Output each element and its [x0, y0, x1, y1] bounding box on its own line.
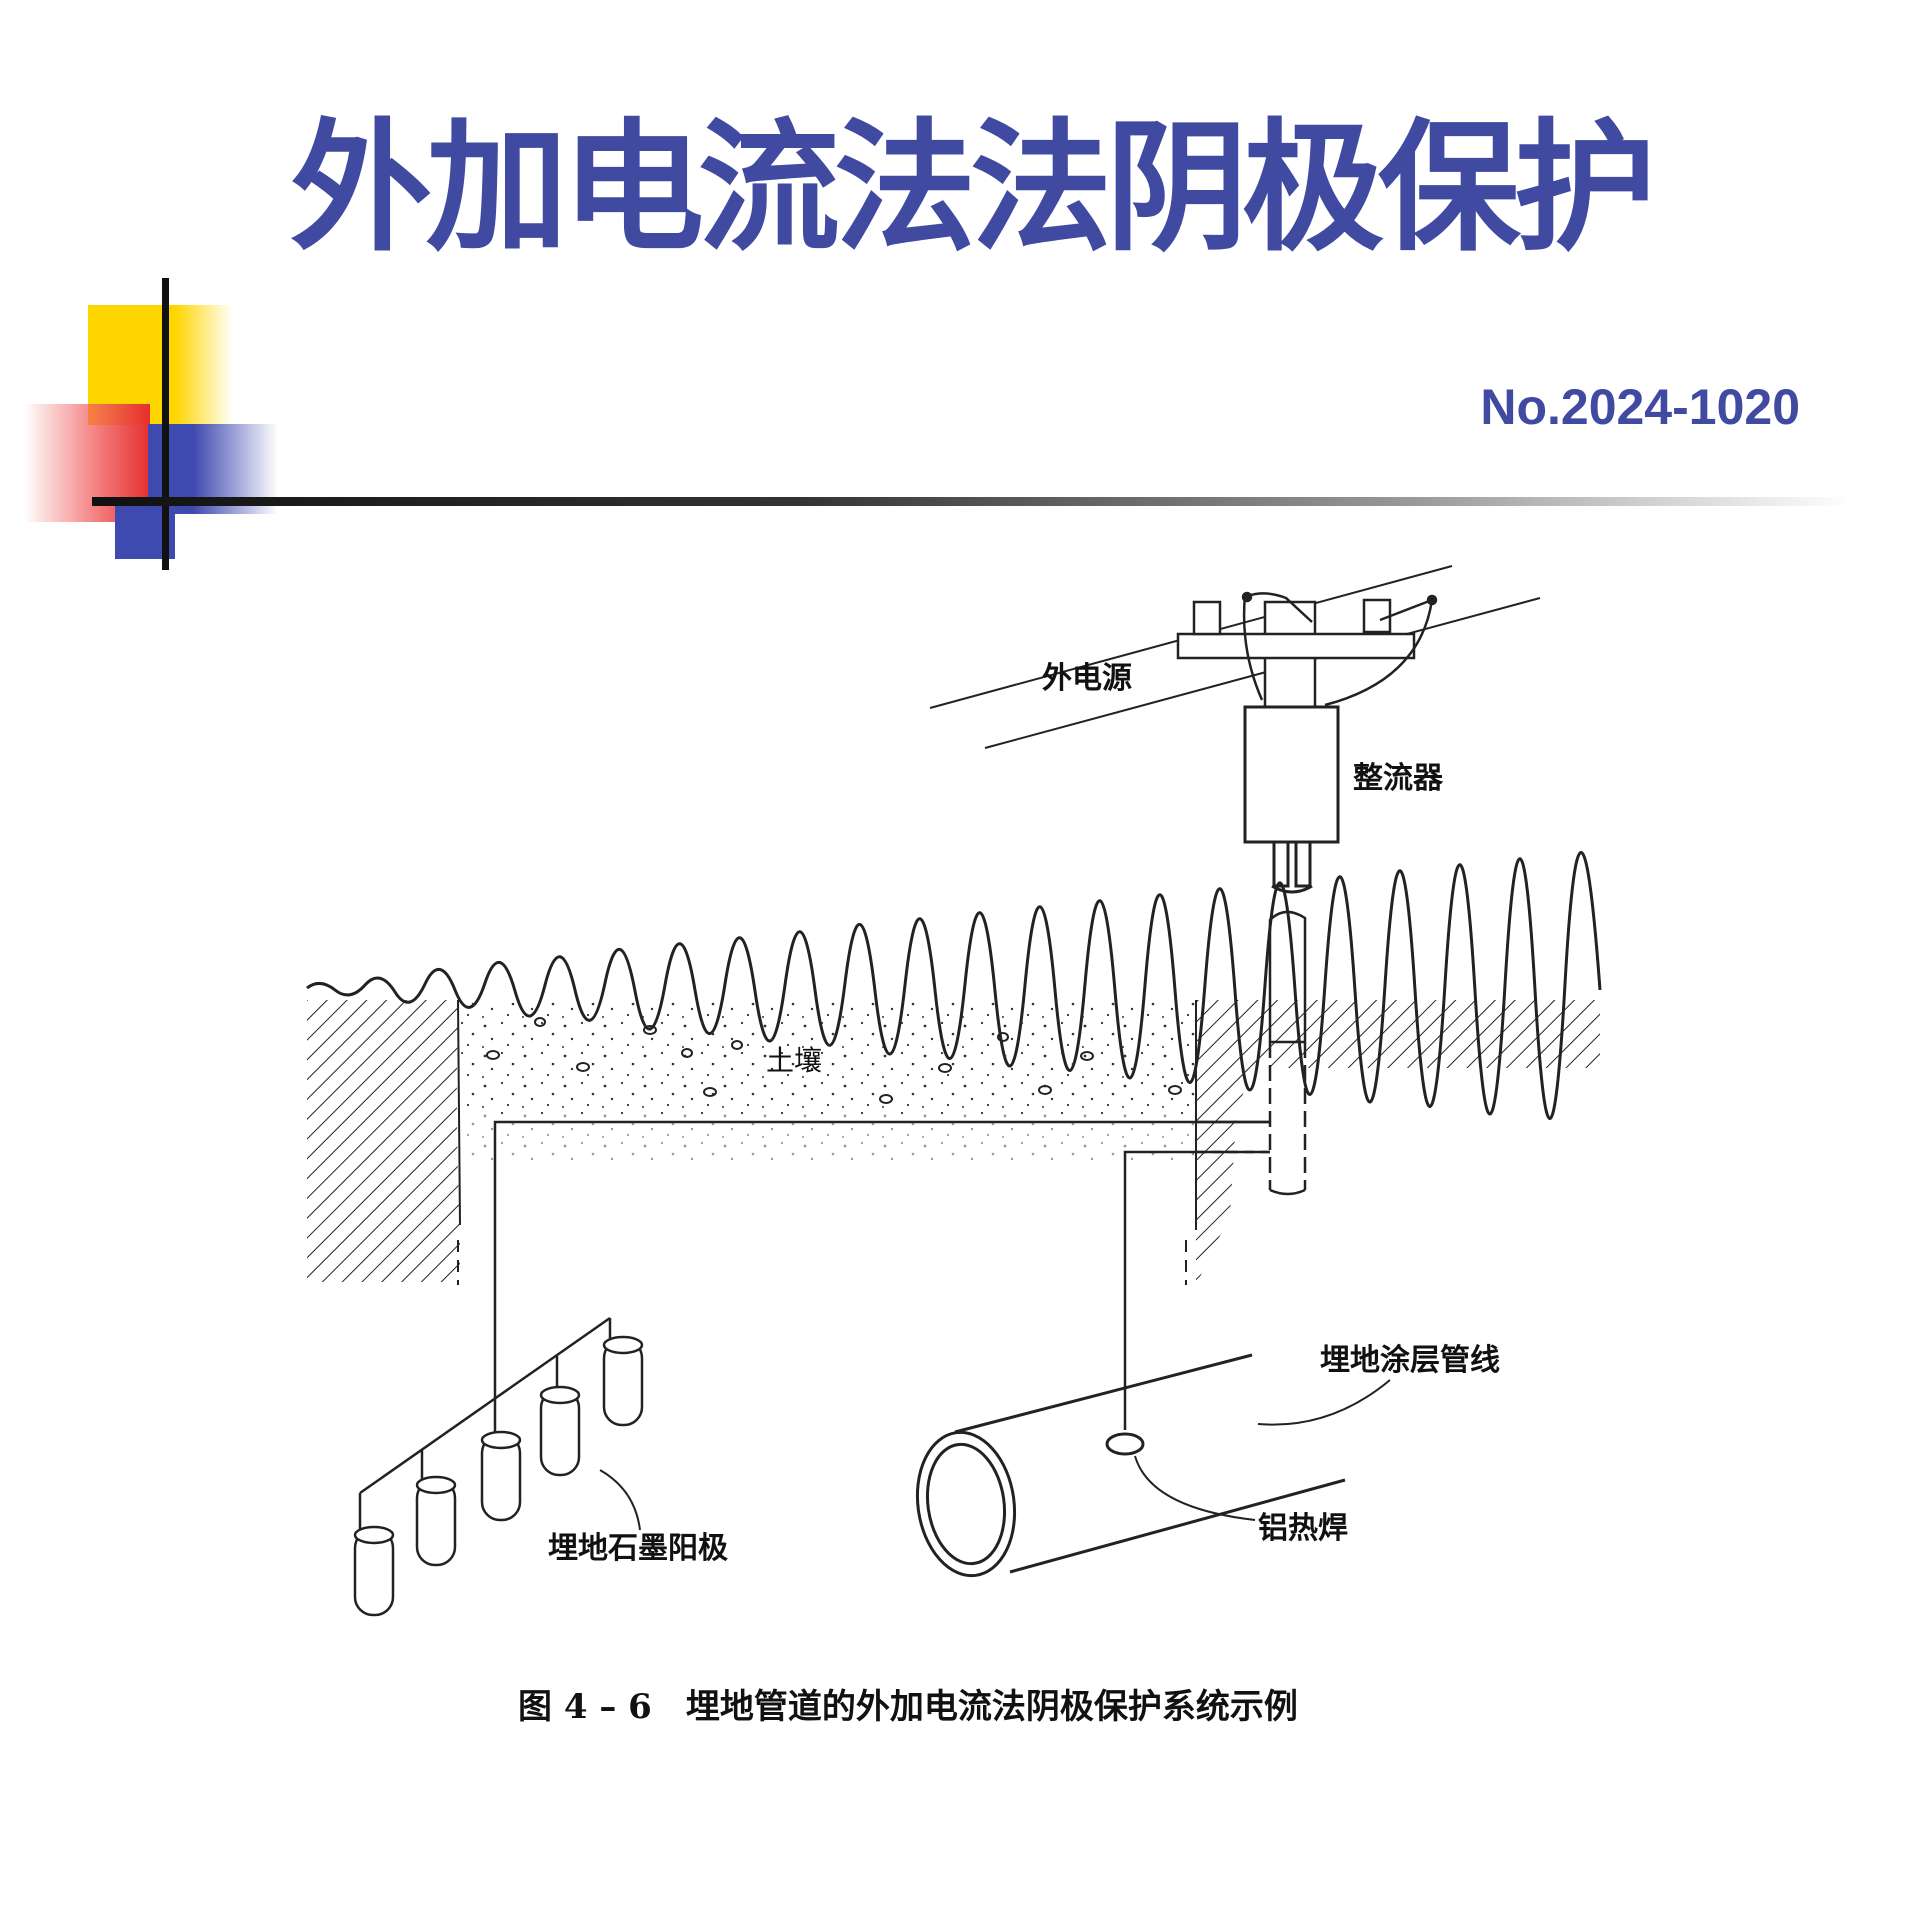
power-source-label: 外电源	[1042, 661, 1132, 696]
graphite-anode	[353, 1525, 395, 1617]
title-divider-rule	[92, 497, 1852, 506]
buried-pipeline	[915, 1353, 1346, 1578]
rectifier-label: 整流器	[1353, 761, 1444, 796]
graphite-anode	[480, 1430, 522, 1522]
anodes-label: 埋地石墨阳极	[548, 1531, 728, 1566]
graphite-anode	[415, 1475, 457, 1567]
weld-label: 铝热焊	[1258, 1511, 1348, 1546]
slide-title: 外加电流法法阴极保护	[290, 106, 1656, 271]
figure-caption: 图 4 – 6 埋地管道的外加电流法阴极保护系统示例	[518, 1687, 1298, 1727]
graphite-anode	[539, 1385, 581, 1477]
soil-trench	[457, 999, 1197, 1285]
graphite-anode	[602, 1335, 644, 1427]
decor-vertical-rule	[162, 278, 169, 570]
cables	[493, 1120, 1270, 1430]
leader-lines	[599, 1379, 1391, 1531]
utility-pole	[1176, 591, 1438, 714]
pipeline-label: 埋地涂层管线	[1320, 1343, 1500, 1378]
rectifier-unit	[1243, 705, 1340, 894]
anode-bed	[353, 1316, 644, 1617]
soil-label: 土壤	[766, 1044, 822, 1077]
document-number: No.2024-1020	[1480, 379, 1800, 435]
